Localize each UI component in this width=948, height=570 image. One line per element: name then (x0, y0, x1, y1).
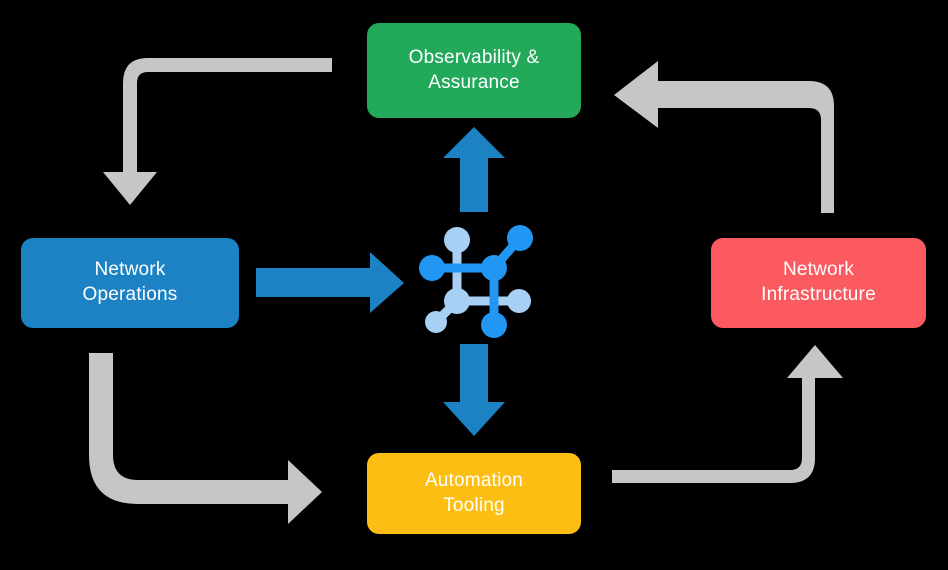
arrow-operations-to-center (256, 252, 404, 313)
topology-primary-nodes (419, 225, 533, 338)
connector-infrastructure-to-observability (614, 61, 834, 213)
arrow-center-to-automation (443, 344, 505, 436)
node-observability-label: Observability & Assurance (408, 46, 540, 93)
node-automation-label: Automation Tooling (424, 469, 524, 516)
node-automation-tooling[interactable]: Automation Tooling (367, 453, 581, 534)
connector-operations-to-automation (89, 353, 322, 524)
connector-automation-to-infrastructure (612, 345, 843, 483)
topology-secondary-nodes (425, 227, 531, 333)
arrow-center-to-observability (443, 127, 505, 212)
node-network-infrastructure[interactable]: Network Infrastructure (711, 238, 926, 328)
node-infrastructure-label: Network Infrastructure (761, 259, 876, 305)
node-operations-label: Network Operations (82, 259, 178, 305)
connector-observability-to-operations (103, 58, 332, 205)
node-observability-assurance[interactable]: Observability & Assurance (367, 23, 581, 118)
node-network-operations[interactable]: Network Operations (21, 238, 239, 328)
